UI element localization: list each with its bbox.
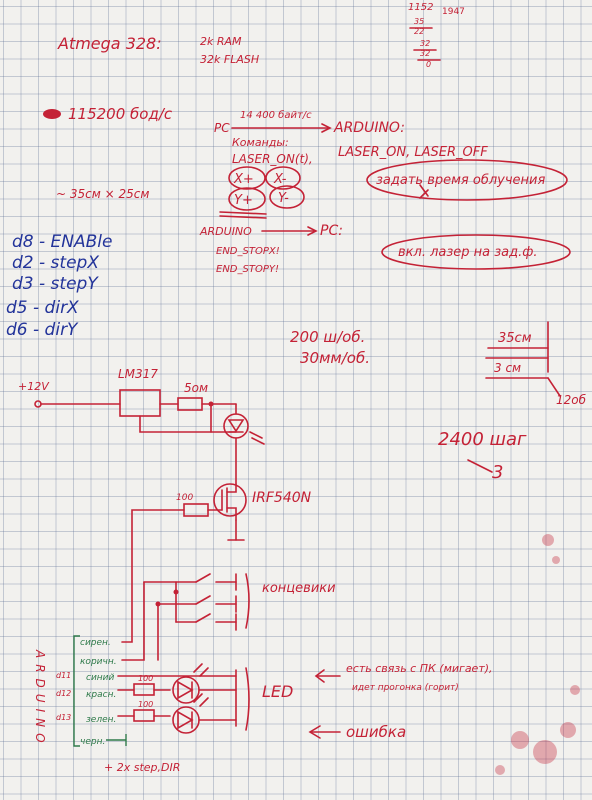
axis-commands-cluster: X+ X- Y+ Y- (219, 166, 305, 219)
svg-text:1947: 1947 (442, 7, 465, 17)
arduino-caps-label: ARDUINO: (333, 120, 405, 136)
end-stop-y-event: END_STOPY! (216, 264, 279, 275)
pin-enable: d8 - ENABle (12, 232, 112, 252)
wire-label-zelen: зелен. (86, 715, 116, 725)
calc-3: 22 (414, 27, 424, 36)
commands-label: Команды: (232, 136, 289, 149)
r-100-gate-label: 100 (176, 493, 193, 503)
calc-4: 32 (420, 39, 430, 48)
wire-label-chern: черн. (80, 737, 105, 747)
pc-label: PC (214, 121, 230, 135)
mm-per-rev-note: 30мм/об. (300, 349, 370, 367)
length-3: 3 см (494, 361, 521, 375)
wire-label-sirenev: сирен. (80, 638, 111, 648)
mosfet-label: IRF540N (252, 490, 312, 506)
end-stop-x-event: END_STOPX! (216, 246, 280, 257)
wire-label-siniy: синий (86, 673, 115, 683)
r-100-gate (183, 503, 209, 517)
arduino-vertical-label: ARDUINO (33, 649, 47, 749)
bytes-rate: 14 400 байт/с (240, 109, 312, 121)
regulator-label: LM317 (118, 367, 158, 381)
note-connection: есть связь с ПК (мигает), (346, 662, 493, 675)
work-area-note: ~ 35см × 25см (56, 187, 149, 201)
set-exposure-bubble (366, 159, 568, 201)
led-label: LED (262, 682, 293, 701)
baud-bullet (43, 109, 61, 119)
division-calc: 1152 35 22 32 32 0 1947 (408, 2, 465, 69)
pin-d11: d11 (56, 671, 71, 680)
r-5ohm (177, 397, 203, 411)
footer-note: + 2x step,DIR (104, 761, 180, 774)
laser-on-t-command: LASER_ON(t), (232, 152, 313, 166)
mcu-title: Atmega 328: (57, 34, 162, 53)
ink-smudges (495, 534, 580, 775)
r-led2 (133, 709, 155, 722)
x-plus-command: X+ (233, 172, 254, 187)
pin-d12: d12 (56, 689, 71, 698)
lm317-regulator (119, 389, 161, 417)
flash-note: 32k FLASH (200, 53, 259, 66)
note-sending: идет прогонка (горит) (352, 683, 459, 693)
y-plus-command: Y+ (234, 193, 253, 208)
calc-6: 0 (426, 60, 431, 69)
pin-assignments: d8 - ENABle d2 - stepX d3 - stepY d5 - d… (6, 232, 112, 340)
power-circuit: +12V LM317 5ом IRF540N 100 (18, 367, 312, 643)
y-minus-command: Y- (278, 191, 289, 206)
limit-switches-label: концевики (262, 581, 336, 596)
steps-total-note: 2400 шаг (438, 429, 527, 450)
wire-label-krasn: красн. (86, 690, 116, 700)
times-12: 12об (556, 393, 587, 407)
x-minus-command: X- (273, 172, 287, 187)
pin-d13: d13 (56, 713, 71, 722)
arduino-connector: ARDUINO сирен. коричн. синий красн. зеле… (33, 635, 127, 749)
led-2 (172, 706, 200, 734)
ram-note: 2k RAM (200, 35, 242, 48)
divider-three: 3 (492, 462, 503, 483)
laser-on-step-note: вкл. лазер на зад.ф. (398, 245, 538, 260)
calc-2: 35 (414, 17, 424, 26)
set-exposure-note: задать время облучения (376, 173, 545, 188)
pin-dir-y: d6 - dirY (6, 320, 79, 340)
r-led1 (133, 683, 155, 696)
calc-1: 1152 (408, 2, 433, 13)
wire-label-korichn: коричн. (80, 657, 117, 667)
laser-on-bubble (381, 234, 571, 270)
pin-dir-x: d5 - dirX (6, 298, 79, 318)
v-in-label: +12V (18, 380, 50, 393)
length-division-sketch: 35см 3 см 12об (485, 321, 587, 407)
arduino-small-label: ARDUINO (199, 225, 252, 238)
pin-step-y: d3 - stepY (12, 274, 99, 294)
baud-rate: 115200 бод/с (68, 105, 173, 123)
steps-per-rev-note: 200 ш/об. (290, 328, 365, 346)
r-5ohm-label: 5ом (184, 381, 208, 395)
r-led2-label: 100 (138, 700, 153, 709)
r-led1-label: 100 (138, 674, 153, 683)
calc-5: 32 (420, 49, 430, 58)
pin-step-x: d2 - stepX (12, 253, 99, 273)
note-error: ошибка (346, 723, 406, 741)
laser-on-off-command: LASER_ON, LASER_OFF (338, 145, 488, 160)
led-1 (172, 676, 200, 704)
irf540n-mosfet (213, 483, 247, 517)
status-leds: 100 100 LED (117, 663, 293, 734)
length-35: 35см (498, 331, 532, 346)
limit-switches: концевики (121, 573, 336, 661)
laser-diode (223, 413, 249, 439)
pc-target-label: PC: (320, 223, 343, 239)
